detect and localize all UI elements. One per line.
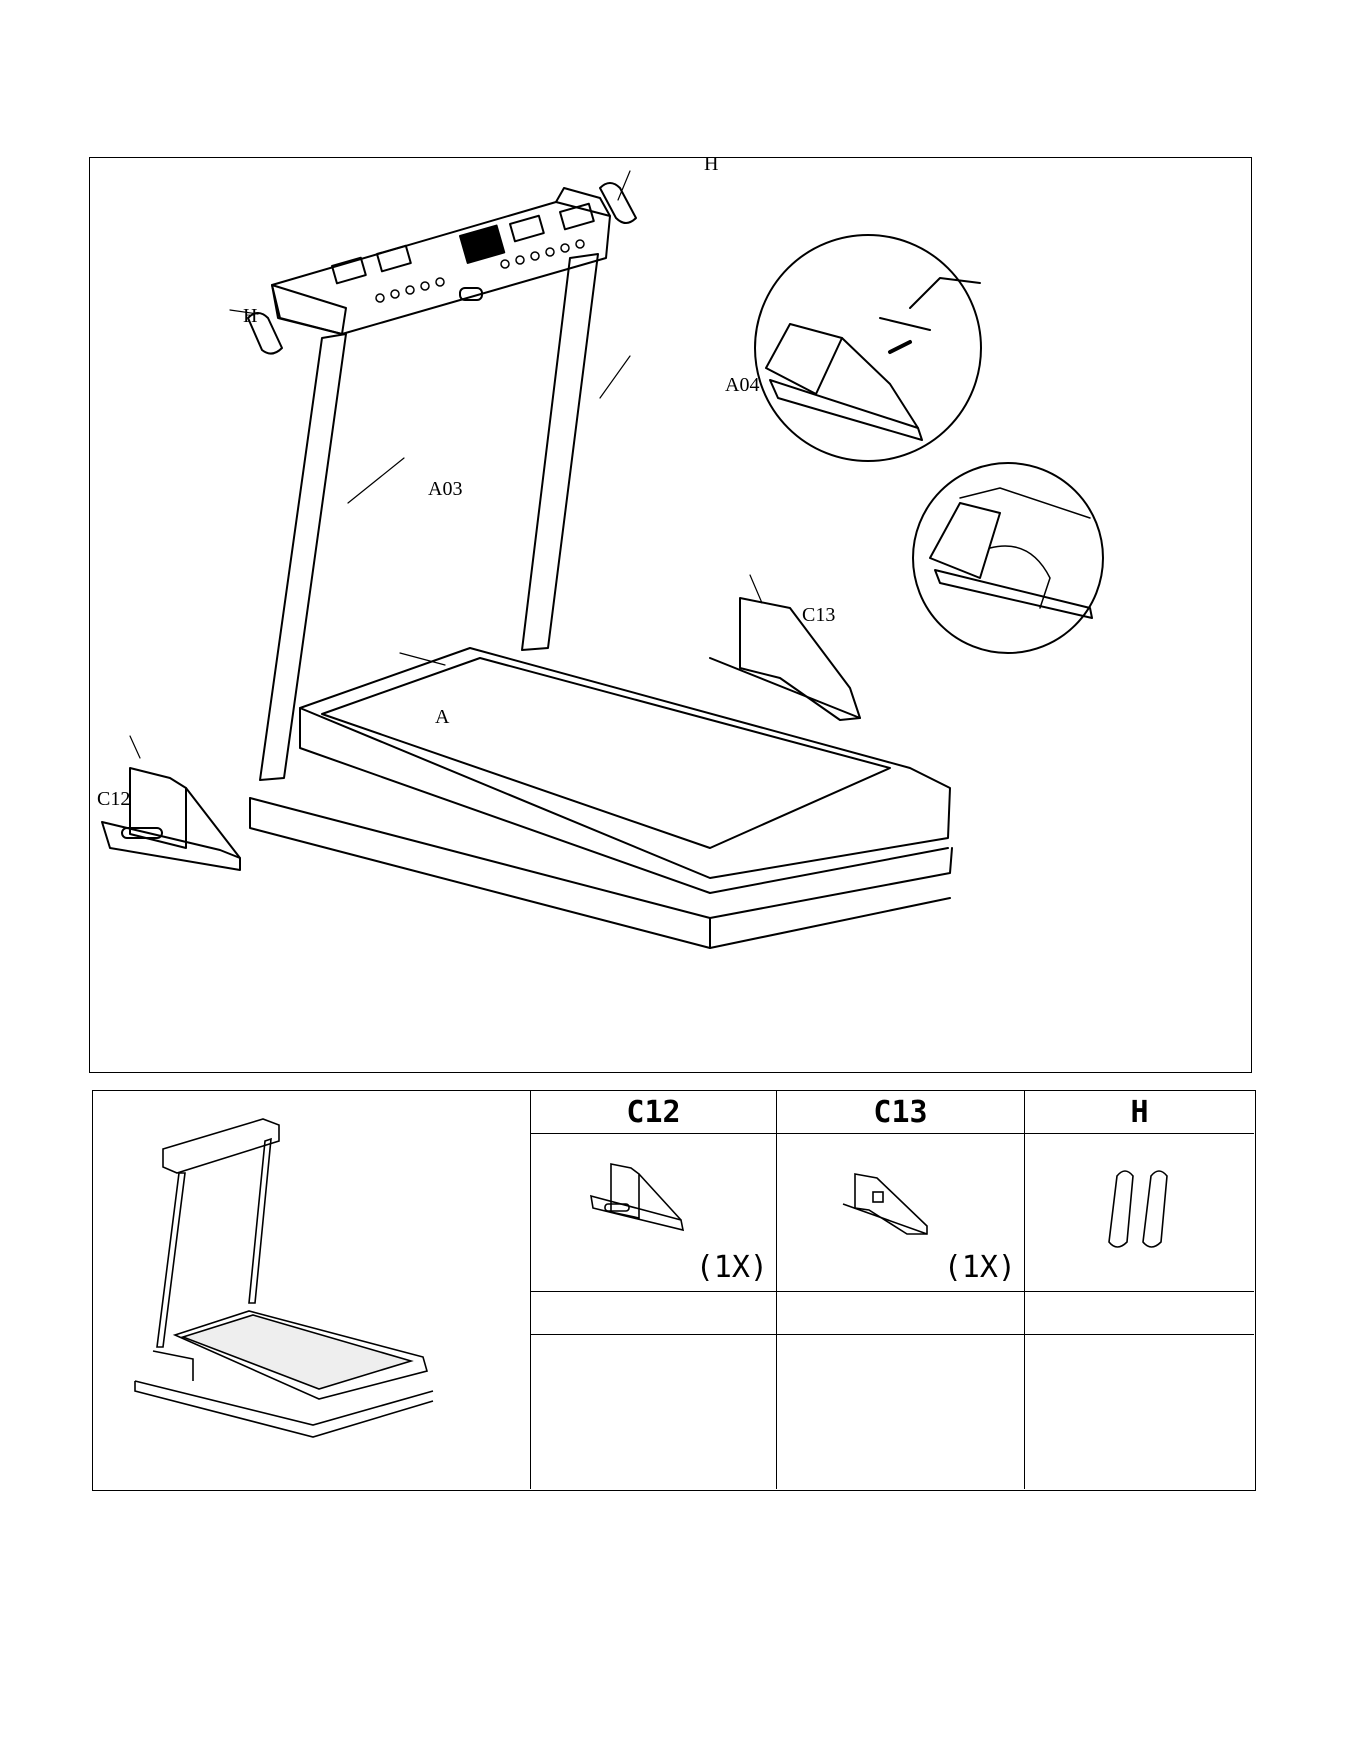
label-h-top: H bbox=[704, 153, 718, 176]
empty-row bbox=[1025, 1292, 1254, 1335]
label-c12: C12 bbox=[97, 788, 130, 811]
part-image-cell: (1X) bbox=[531, 1134, 776, 1292]
part-quantity: (1X) bbox=[944, 1250, 1016, 1285]
label-a04: A04 bbox=[725, 374, 759, 397]
empty-row bbox=[531, 1292, 776, 1335]
part-column-h: H bbox=[1025, 1091, 1254, 1489]
treadmill-exploded-drawing bbox=[90, 158, 1253, 1074]
label-a03: A03 bbox=[428, 478, 462, 501]
label-a: A bbox=[435, 706, 449, 729]
part-header: C13 bbox=[777, 1091, 1024, 1134]
empty-row bbox=[777, 1292, 1024, 1335]
part-quantity: (1X) bbox=[696, 1250, 768, 1285]
h-part-drawing bbox=[1025, 1134, 1254, 1292]
label-c13: C13 bbox=[802, 604, 835, 627]
label-h-left: H bbox=[243, 305, 257, 328]
part-image-cell bbox=[1025, 1134, 1254, 1292]
assembled-preview bbox=[93, 1091, 531, 1489]
part-image-cell: (1X) bbox=[777, 1134, 1024, 1292]
part-header: C12 bbox=[531, 1091, 776, 1134]
part-header: H bbox=[1025, 1091, 1254, 1134]
assembled-treadmill-drawing bbox=[93, 1091, 531, 1489]
assembly-illustration: H H A04 A03 C13 A C12 bbox=[89, 157, 1252, 1073]
part-column-c13: C13 (1X) bbox=[777, 1091, 1025, 1489]
parts-table: C12 (1X) C13 (1X) H bbox=[92, 1090, 1256, 1491]
part-column-c12: C12 (1X) bbox=[531, 1091, 777, 1489]
